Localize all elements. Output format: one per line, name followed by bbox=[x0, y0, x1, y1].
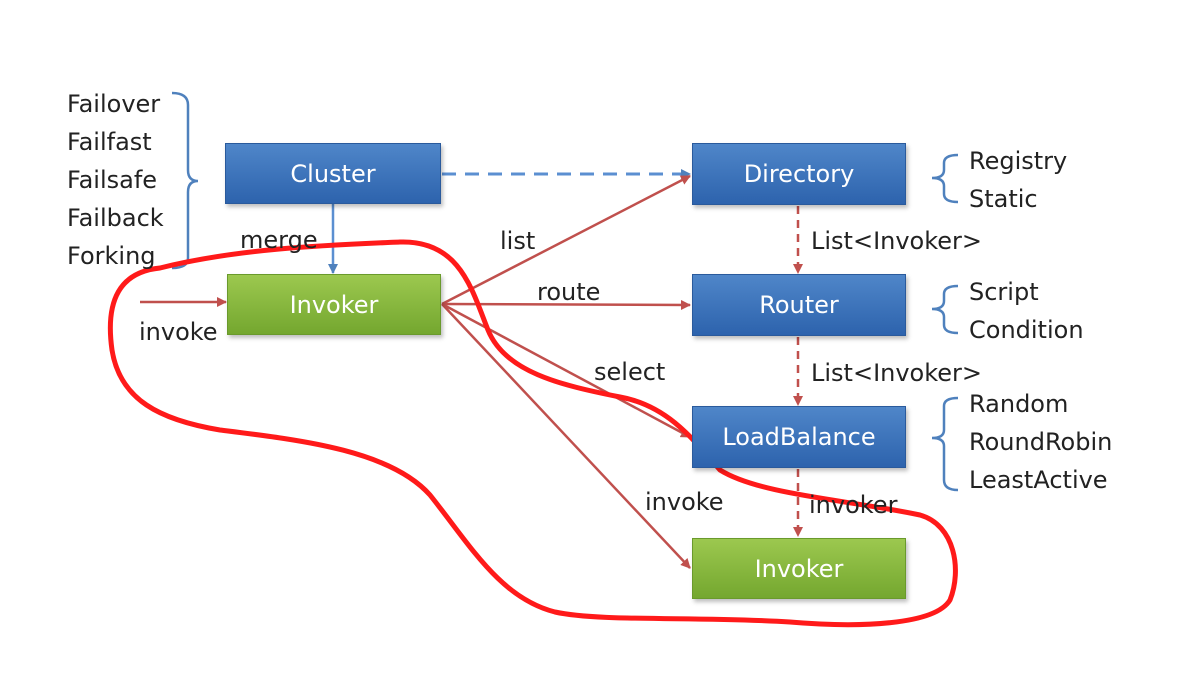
select-edge bbox=[441, 302, 691, 439]
loadbalance-types-bracket bbox=[931, 396, 959, 492]
invoker-bottom-node: Invoker bbox=[692, 538, 906, 599]
cluster-type-item: Forking bbox=[67, 242, 156, 270]
loadbalance-to-invoker-label: invoker bbox=[809, 491, 898, 519]
directory-node: Directory bbox=[692, 143, 906, 205]
router-to-loadbalance-label: List<Invoker> bbox=[811, 359, 983, 387]
directory-type-item: Registry bbox=[969, 147, 1068, 175]
invoke-in-label: invoke bbox=[139, 318, 218, 346]
router-types-bracket bbox=[931, 284, 959, 335]
cluster-types-bracket bbox=[171, 91, 199, 270]
cluster-types-list: Failover Failfast Failsafe Failback Fork… bbox=[67, 85, 164, 275]
directory-node-label: Directory bbox=[743, 160, 855, 188]
router-type-item: Condition bbox=[969, 316, 1084, 344]
cluster-type-item: Failsafe bbox=[67, 166, 158, 194]
list-edge bbox=[441, 174, 691, 306]
select-label: select bbox=[594, 358, 666, 386]
loadbalance-type-item: Random bbox=[969, 390, 1069, 418]
loadbalance-type-item: RoundRobin bbox=[969, 428, 1113, 456]
invoke-edge bbox=[441, 303, 691, 569]
invoker-bottom-node-label: Invoker bbox=[754, 554, 844, 583]
invoker-top-node-label: Invoker bbox=[289, 290, 379, 319]
router-node-label: Router bbox=[759, 291, 839, 319]
cluster-type-item: Failover bbox=[67, 90, 161, 118]
list-label: list bbox=[500, 227, 536, 255]
router-node: Router bbox=[692, 274, 906, 336]
loadbalance-node-label: LoadBalance bbox=[722, 423, 876, 451]
router-types-list: Script Condition bbox=[969, 273, 1084, 349]
loadbalance-node: LoadBalance bbox=[692, 406, 906, 468]
loadbalance-types-list: Random RoundRobin LeastActive bbox=[969, 385, 1112, 499]
route-label: route bbox=[537, 278, 601, 306]
loadbalance-type-item: LeastActive bbox=[969, 466, 1108, 494]
router-type-item: Script bbox=[969, 278, 1039, 306]
cluster-type-item: Failback bbox=[67, 204, 164, 232]
invoker-top-node: Invoker bbox=[227, 274, 441, 335]
directory-types-bracket bbox=[931, 153, 959, 204]
merge-label: merge bbox=[240, 226, 318, 254]
invoke-label: invoke bbox=[645, 488, 724, 516]
cluster-node-label: Cluster bbox=[290, 159, 376, 188]
freehand-highlight-annotation bbox=[107, 239, 958, 628]
cluster-type-item: Failfast bbox=[67, 128, 152, 156]
directory-to-router-label: List<Invoker> bbox=[811, 227, 983, 255]
directory-type-item: Static bbox=[969, 185, 1038, 213]
directory-types-list: Registry Static bbox=[969, 142, 1067, 218]
route-edge bbox=[441, 299, 691, 310]
cluster-node: Cluster bbox=[225, 143, 441, 204]
